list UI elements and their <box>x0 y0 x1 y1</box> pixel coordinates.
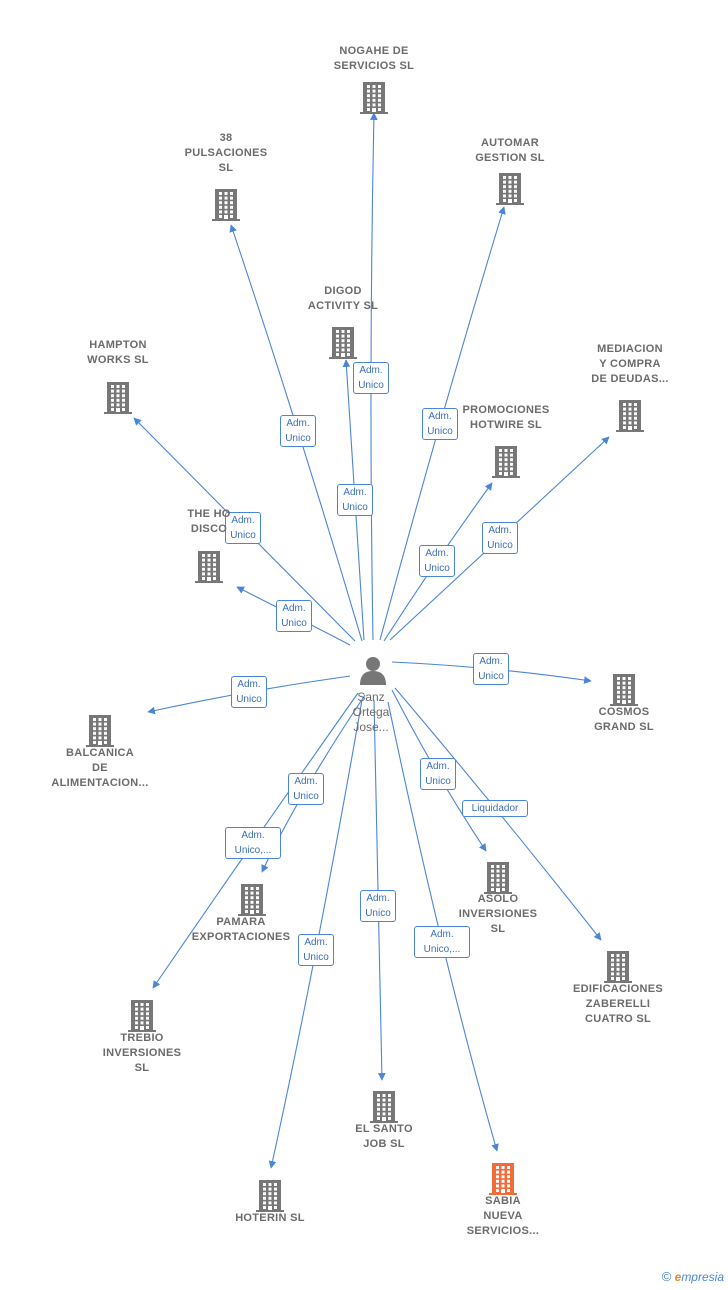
building-icon-sabia[interactable] <box>488 1161 518 1200</box>
company-label-hampton[interactable]: HAMPTON WORKS SL <box>87 339 149 366</box>
company-label-balcanica[interactable]: BALCANICA DE ALIMENTACION... <box>51 747 149 789</box>
company-label-asolo[interactable]: ASOLO INVERSIONES SL <box>458 893 538 935</box>
building-icon-asolo[interactable] <box>483 860 513 899</box>
company-label-38puls[interactable]: 38 PULSACIONES SL <box>184 132 268 174</box>
building-icon-thehot[interactable] <box>194 549 224 588</box>
center-person-label[interactable]: Sanz Ortega Jose... <box>352 690 390 734</box>
edge-label-promociones[interactable]: Adm. Unico <box>419 544 455 577</box>
building-icon-balcanica[interactable] <box>85 713 115 752</box>
company-label-nogahe[interactable]: NOGAHE DE SERVICIOS SL <box>333 45 415 72</box>
company-label-automar[interactable]: AUTOMAR GESTION SL <box>475 137 545 164</box>
building-icon-nogahe[interactable] <box>359 80 389 119</box>
edge-label-pamara[interactable]: Adm. Unico <box>288 772 324 805</box>
company-label-thehot[interactable]: THE HO DISCO <box>187 508 231 535</box>
company-label-sabia[interactable]: SABIA NUEVA SERVICIOS... <box>466 1195 540 1237</box>
edge-label-cosmos[interactable]: Adm. Unico <box>473 652 509 685</box>
building-icon-hampton[interactable] <box>103 380 133 419</box>
edge-label-sabia[interactable]: Adm. Unico,... <box>414 925 470 958</box>
building-icon-promociones[interactable] <box>491 444 521 483</box>
edge-label-nogahe[interactable]: Adm. Unico <box>353 361 389 394</box>
edge-label-balcanica[interactable]: Adm. Unico <box>231 675 267 708</box>
building-icon-pamara[interactable] <box>237 882 267 921</box>
building-icon-automar[interactable] <box>495 171 525 210</box>
edge-label-hampton[interactable]: Adm. Unico <box>225 511 261 544</box>
edge-label-mediacion[interactable]: Adm. Unico <box>482 521 518 554</box>
copyright-symbol: © <box>661 1269 672 1284</box>
company-label-digod[interactable]: DIGOD ACTIVITY SL <box>307 285 379 312</box>
edge-label-edificaciones[interactable]: Liquidador <box>462 799 528 817</box>
edge-label-elsanto[interactable]: Adm. Unico <box>360 889 396 922</box>
brand-name: mpresia <box>681 1270 724 1284</box>
building-icon-38puls[interactable] <box>211 187 241 226</box>
company-label-edificaciones[interactable]: EDIFICACIONES ZABERELLI CUATRO SL <box>572 983 664 1025</box>
edge-label-thehot[interactable]: Adm. Unico <box>276 599 312 632</box>
edge-label-hoterin[interactable]: Adm. Unico <box>298 933 334 966</box>
company-label-mediacion[interactable]: MEDIACION Y COMPRA DE DEUDAS... <box>591 343 669 385</box>
building-icon-hoterin[interactable] <box>255 1178 285 1217</box>
edge-label-38puls[interactable]: Adm. Unico <box>280 414 316 447</box>
brand-initial: e <box>674 1270 682 1284</box>
building-icon-elsanto[interactable] <box>369 1089 399 1128</box>
edge-label-trebio[interactable]: Adm. Unico,... <box>225 826 281 859</box>
company-label-promociones[interactable]: PROMOCIONES HOTWIRE SL <box>462 404 550 431</box>
edge-label-automar[interactable]: Adm. Unico <box>422 407 458 440</box>
person-icon[interactable] <box>358 655 388 685</box>
footer-brand: © empresia <box>662 1269 724 1284</box>
building-icon-cosmos[interactable] <box>609 672 639 711</box>
building-icon-digod[interactable] <box>328 325 358 364</box>
company-label-cosmos[interactable]: COSMOS GRAND SL <box>594 706 654 733</box>
building-icon-trebio[interactable] <box>127 998 157 1037</box>
building-icon-edificaciones[interactable] <box>603 949 633 988</box>
company-label-hoterin[interactable]: HOTERIN SL <box>235 1212 305 1224</box>
edge-label-asolo[interactable]: Adm. Unico <box>420 757 456 790</box>
edge-label-digod[interactable]: Adm. Unico <box>337 483 373 516</box>
building-icon-mediacion[interactable] <box>615 398 645 437</box>
company-label-elsanto[interactable]: EL SANTO JOB SL <box>355 1123 413 1150</box>
company-label-pamara[interactable]: PAMARA EXPORTACIONES <box>191 916 291 943</box>
company-label-trebio[interactable]: TREBIO INVERSIONES SL <box>102 1032 182 1074</box>
